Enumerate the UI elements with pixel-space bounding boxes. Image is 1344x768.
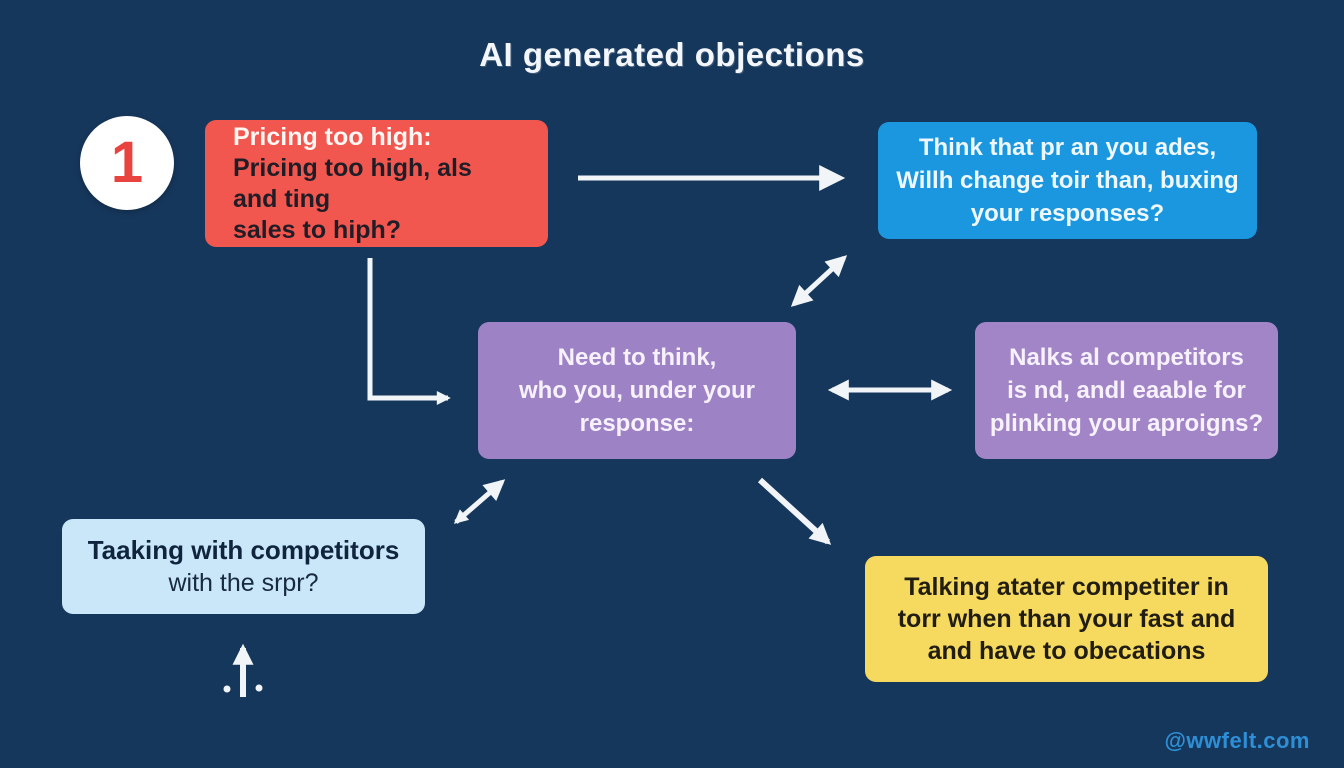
node-talking-after-line: Talking atater competiter in [904, 573, 1229, 601]
node-talking-after-line: and have to obecations [927, 637, 1206, 665]
node-need-think-line: Need to think, [557, 344, 717, 371]
page-title: AI generated objections [479, 36, 865, 73]
watermark: @wwfelt.com [1164, 728, 1310, 753]
node-talking-competitors-line: Taaking with competitors [87, 535, 400, 565]
node-need-think-line: response: [579, 410, 695, 437]
arrow-up-to-talking-competitors-icon [223, 643, 263, 697]
node-talking-after-competitor: Talking atater competiter in torr when t… [865, 556, 1268, 682]
node-pricing-too-high: Pricing too high: Pricing too high, als … [205, 120, 548, 247]
node-competitors-eval-line: plinking your aproigns? [989, 410, 1264, 437]
arrow-talking-competitors-need-think-double-icon [453, 479, 506, 524]
node-talking-after-line: torr when than your fast and [897, 605, 1236, 633]
node-need-to-think: Need to think, who you, under your respo… [478, 322, 796, 459]
node-talking-competitors-line: with the srpr? [168, 569, 319, 597]
node-pricing-heading: Pricing too high: [233, 122, 432, 151]
arrow-need-think-to-talking-after-icon [757, 477, 832, 545]
arrow-pricing-to-need-think-elbow-icon [367, 258, 451, 405]
step-number: 1 [110, 130, 144, 195]
node-competitors-eval-line: is nd, andl eaable for [1007, 377, 1246, 404]
node-pricing-line: sales to hiph? [233, 215, 402, 244]
node-think-change-line: Willh change toir than, buxing [896, 167, 1239, 194]
node-competitors-eval-line: Nalks al competitors [1009, 344, 1244, 371]
node-need-think-line: who you, under your [518, 377, 755, 404]
node-talking-with-competitors: Taaking with competitors with the srpr? [62, 519, 425, 614]
node-think-change-line: your responses? [970, 200, 1165, 227]
node-competitors-eval: Nalks al competitors is nd, andl eaable … [975, 322, 1278, 459]
node-pricing-line: Pricing too high, als and ting [233, 153, 472, 213]
node-think-change-line: Think that pr an you ades, [918, 134, 1217, 161]
step-number-badge: 1 [80, 116, 174, 210]
node-think-change: Think that pr an you ades, Willh change … [878, 122, 1257, 239]
arrow-think-change-need-think-double-icon [790, 255, 848, 307]
